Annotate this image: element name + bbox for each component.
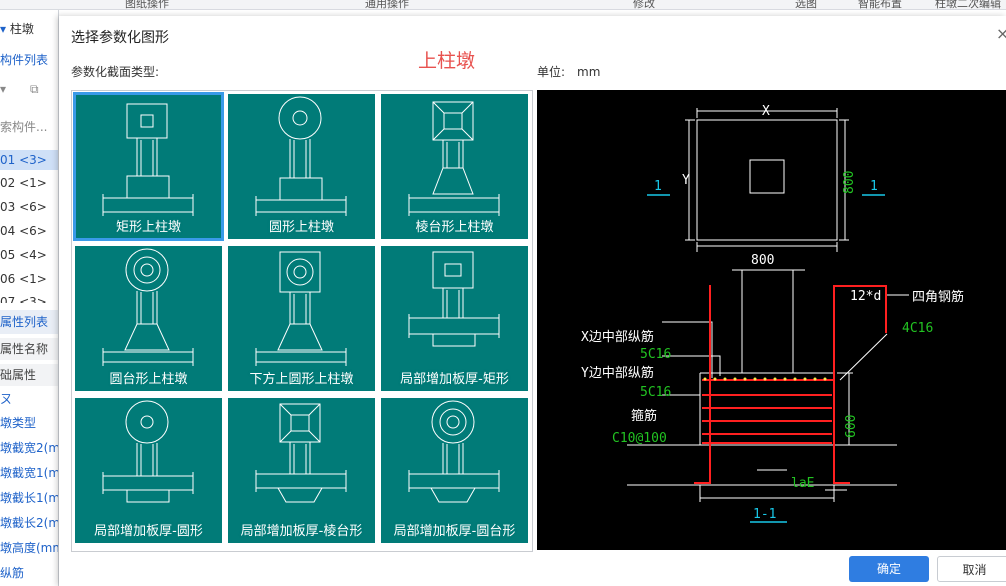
component-side-panel: ▾ 柱墩 构件列表 ▾⧉ 索构件... 01 <3> 02 <1> 03 <6>… bbox=[0, 10, 59, 586]
cancel-button[interactable]: 取消 bbox=[937, 556, 1006, 582]
ribbon-tab[interactable]: 修改 bbox=[633, 0, 655, 10]
stirrup-label: 箍筋 bbox=[631, 408, 657, 424]
property-list-title: 属性列表 bbox=[0, 310, 58, 334]
component-list-item[interactable]: 06 <1> bbox=[0, 272, 47, 286]
component-list-item[interactable]: 01 <3> bbox=[0, 150, 58, 170]
shape-label: 圆形上柱墩 bbox=[268, 220, 334, 235]
shape-grid: 矩形上柱墩 圆形上柱墩 棱台 bbox=[71, 90, 533, 552]
property-row[interactable]: 墩截宽2(m... bbox=[0, 441, 58, 455]
corner-bar-value: 4C16 bbox=[902, 321, 933, 336]
shape-tile-slab-rect[interactable]: 局部增加板厚-矩形 bbox=[381, 246, 528, 391]
component-type-selector[interactable]: ▾ 柱墩 bbox=[0, 22, 34, 36]
depth-label: 600 bbox=[844, 415, 859, 438]
ribbon-tab[interactable]: 图纸操作 bbox=[125, 0, 169, 10]
shape-label: 局部增加板厚-圆形 bbox=[94, 524, 203, 539]
round-pier-icon bbox=[255, 96, 347, 216]
component-list-item[interactable]: 02 <1> bbox=[0, 176, 47, 190]
plan-outline bbox=[696, 119, 838, 241]
y-bar-value: 5C16 bbox=[640, 385, 671, 400]
ribbon-strip: 图纸操作 通用操作 修改 选图 智能布置 柱墩二次编辑 bbox=[0, 0, 1006, 10]
dim-y: Y bbox=[682, 173, 690, 188]
property-row[interactable]: 墩截宽1(m... bbox=[0, 466, 58, 480]
component-list-title: 构件列表 bbox=[0, 53, 49, 67]
component-search-input[interactable]: 索构件... bbox=[0, 120, 48, 134]
property-row[interactable]: 墩类型 bbox=[0, 416, 37, 430]
property-row[interactable]: 墩截长1(m... bbox=[0, 491, 58, 505]
section-type-label: 参数化截面类型: bbox=[71, 65, 160, 79]
component-list-item[interactable]: 03 <6> bbox=[0, 200, 47, 214]
property-name-header: 属性名称 bbox=[0, 338, 58, 360]
shape-label: 矩形上柱墩 bbox=[115, 220, 181, 235]
slab-rect-icon bbox=[408, 251, 500, 347]
plan-column bbox=[749, 159, 785, 194]
shape-tile-slab-round[interactable]: 局部增加板厚-圆形 bbox=[75, 398, 222, 543]
shape-label: 棱台形上柱墩 bbox=[415, 220, 494, 235]
shape-tile-slab-cone[interactable]: 局部增加板厚-圆台形 bbox=[381, 398, 528, 543]
section-mark-right: 1 bbox=[870, 179, 878, 194]
ribbon-tab[interactable]: 智能布置 bbox=[858, 0, 902, 10]
dropdown-arrow-icon[interactable]: ▾ bbox=[0, 82, 7, 96]
component-list-item[interactable]: 05 <4> bbox=[0, 248, 47, 262]
dialog-title: 选择参数化图形 bbox=[71, 30, 169, 46]
parametric-shape-dialog: 选择参数化图形 × 上柱墩 参数化截面类型: 单位: mm 矩形上柱墩 bbox=[59, 16, 1006, 586]
component-list-item[interactable]: 07 <3> bbox=[0, 295, 47, 303]
ok-button[interactable]: 确定 bbox=[849, 556, 929, 582]
rect-pier-icon bbox=[102, 103, 194, 216]
shape-tile-slab-frustum[interactable]: 局部增加板厚-棱台形 bbox=[228, 398, 375, 543]
dim-width: 800 bbox=[751, 253, 774, 268]
pier-detail-drawing: X Y 800 800 1 1 X边中部纵筋 5C16 Y边中部纵筋 5C16 … bbox=[581, 104, 964, 523]
square-round-pier-icon bbox=[255, 251, 347, 366]
slab-frustum-icon bbox=[255, 403, 347, 503]
shape-tile-frustum-pier[interactable]: 棱台形上柱墩 bbox=[381, 94, 528, 239]
hook-label: 12*d bbox=[850, 289, 881, 304]
corner-bar-label: 四角钢筋 bbox=[912, 289, 964, 305]
cone-pier-icon bbox=[102, 248, 194, 366]
shape-tile-square-round-pier[interactable]: 下方上圆形上柱墩 bbox=[228, 246, 375, 391]
unit-value: mm bbox=[577, 65, 601, 79]
property-group[interactable]: 础属性 bbox=[0, 364, 58, 386]
toolbar-row: ▾⧉ bbox=[0, 82, 58, 97]
ribbon-tab[interactable]: 柱墩二次编辑 bbox=[935, 0, 1001, 10]
unit-label: 单位: mm bbox=[537, 63, 600, 80]
component-list-item[interactable]: 04 <6> bbox=[0, 224, 47, 238]
shape-label: 圆台形上柱墩 bbox=[109, 372, 188, 387]
section-mark-left: 1 bbox=[654, 179, 662, 194]
shape-preview-canvas: X Y 800 800 1 1 X边中部纵筋 5C16 Y边中部纵筋 5C16 … bbox=[537, 90, 1006, 550]
shape-label: 局部增加板厚-圆台形 bbox=[393, 524, 516, 539]
section-label: 1-1 bbox=[753, 507, 776, 522]
ribbon-tab[interactable]: 选图 bbox=[795, 0, 817, 10]
unit-caption: 单位: bbox=[537, 65, 566, 79]
copy-icon[interactable]: ⧉ bbox=[30, 82, 39, 96]
slab-cone-icon bbox=[408, 400, 500, 503]
shape-label: 局部增加板厚-矩形 bbox=[400, 372, 509, 387]
y-bar-label: Y边中部纵筋 bbox=[581, 365, 654, 381]
dim-x: X bbox=[762, 104, 770, 119]
x-bar-value: 5C16 bbox=[640, 347, 671, 362]
property-row[interactable]: ㄡ bbox=[0, 392, 13, 406]
shape-category-heading: 上柱墩 bbox=[418, 50, 476, 72]
shape-tile-cone-pier[interactable]: 圆台形上柱墩 bbox=[75, 246, 222, 391]
shape-tile-rect-pier[interactable]: 矩形上柱墩 bbox=[73, 92, 224, 241]
property-row[interactable]: 纵筋 bbox=[0, 566, 25, 580]
shape-tile-round-pier[interactable]: 圆形上柱墩 bbox=[228, 94, 375, 239]
stirrup-value: C10@100 bbox=[612, 431, 667, 446]
x-bar-label: X边中部纵筋 bbox=[581, 329, 654, 345]
shape-label: 下方上圆形上柱墩 bbox=[249, 372, 354, 387]
anchor-label: laE bbox=[791, 476, 814, 491]
slab-round-icon bbox=[102, 400, 194, 503]
frustum-pier-icon bbox=[408, 101, 500, 216]
property-row[interactable]: 墩截长2(m... bbox=[0, 516, 58, 530]
ribbon-tab[interactable]: 通用操作 bbox=[365, 0, 409, 10]
shape-label: 局部增加板厚-棱台形 bbox=[240, 524, 363, 539]
close-icon[interactable]: × bbox=[996, 24, 1006, 43]
property-row[interactable]: 墩高度(mm) bbox=[0, 541, 58, 555]
dim-height: 800 bbox=[842, 171, 857, 194]
